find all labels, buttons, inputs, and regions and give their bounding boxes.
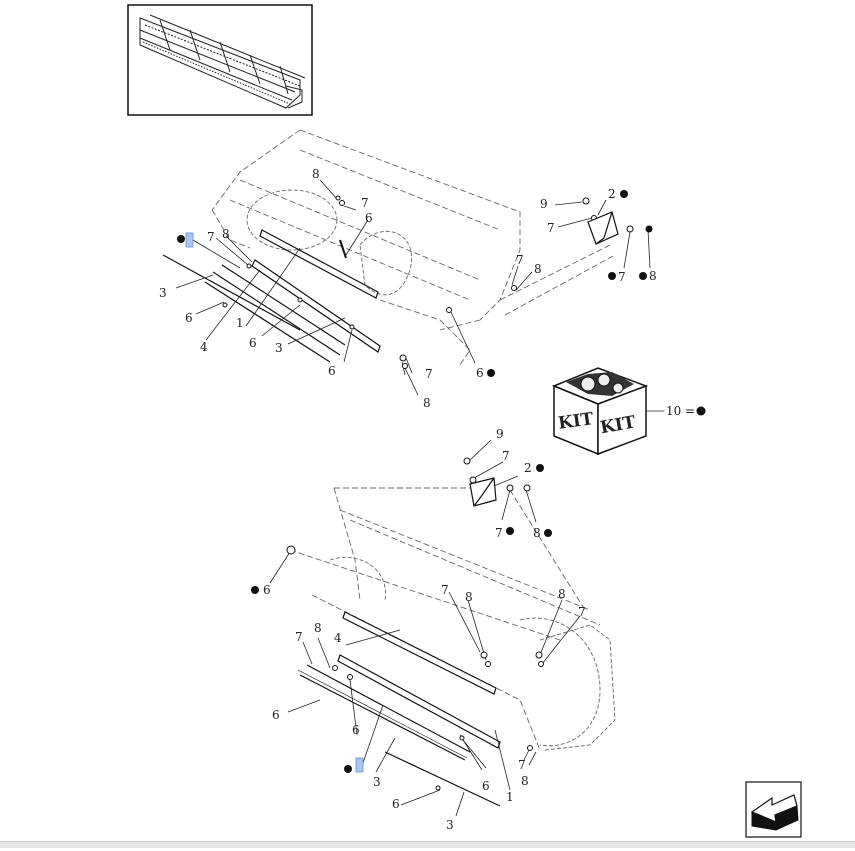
upper-label-6e: 6 bbox=[476, 366, 484, 380]
footer-bar bbox=[0, 841, 855, 848]
lower-label-6e: 6 bbox=[392, 797, 400, 811]
upper-label-3b: 3 bbox=[275, 341, 283, 355]
lower-label-6a: 6 bbox=[263, 583, 271, 597]
lower-bracket bbox=[469, 477, 497, 507]
upper-label-7f: 7 bbox=[618, 270, 626, 284]
lower-label-7e: 7 bbox=[295, 630, 303, 644]
upper-label-7c: 7 bbox=[425, 367, 433, 381]
lower-label-7f: 7 bbox=[518, 758, 526, 772]
lower-label-7a: 7 bbox=[502, 449, 510, 463]
lower-labels: 9 7 2 7 8 6 7 8 8 7 7 8 4 6 6 3 6 1 8 7 … bbox=[263, 427, 586, 832]
upper-leaders bbox=[175, 179, 651, 396]
upper-label-7d: 7 bbox=[516, 253, 524, 267]
upper-label-7e: 7 bbox=[547, 221, 555, 235]
lower-label-8c: 8 bbox=[558, 587, 566, 601]
lower-label-9: 9 bbox=[496, 427, 504, 441]
lower-label-3b: 3 bbox=[446, 818, 454, 832]
lower-label-6b: 6 bbox=[272, 708, 280, 722]
lower-label-7c: 7 bbox=[441, 583, 449, 597]
upper-label-6b: 6 bbox=[249, 336, 257, 350]
lower-label-8b: 8 bbox=[465, 590, 473, 604]
lower-label-8a: 8 bbox=[533, 526, 541, 540]
upper-label-3a: 3 bbox=[159, 286, 167, 300]
upper-knife-strips bbox=[162, 229, 381, 363]
lower-label-6c: 6 bbox=[352, 723, 360, 737]
upper-label-7a: 7 bbox=[207, 230, 215, 244]
kit-box-illustration: KIT KIT bbox=[552, 367, 664, 456]
upper-label-8c: 8 bbox=[423, 396, 431, 410]
lower-label-8e: 8 bbox=[521, 774, 529, 788]
upper-assembly bbox=[211, 129, 616, 366]
upper-label-1: 1 bbox=[236, 316, 244, 330]
upper-label-8b: 8 bbox=[312, 167, 320, 181]
kit-dots bbox=[177, 190, 706, 773]
upper-label-8d: 8 bbox=[534, 262, 542, 276]
lower-assembly bbox=[289, 487, 616, 751]
upper-label-4: 4 bbox=[200, 340, 208, 354]
lower-label-7d: 7 bbox=[578, 605, 586, 619]
lower-label-4: 4 bbox=[334, 631, 342, 645]
kit-box-left-text: KIT bbox=[557, 409, 595, 434]
upper-label-8a: 8 bbox=[222, 227, 230, 241]
lower-label-8d: 8 bbox=[314, 621, 322, 635]
upper-label-6c: 6 bbox=[328, 364, 336, 378]
orientation-arrow-button[interactable] bbox=[745, 781, 802, 838]
kit-callout-equals: = bbox=[685, 404, 695, 418]
upper-label-6d: 6 bbox=[365, 211, 373, 225]
upper-labels: 1 2 3 3 4 6 6 6 6 6 7 7 7 7 7 8 8 8 8 8 … bbox=[159, 167, 657, 410]
upper-fasteners bbox=[222, 195, 653, 369]
upper-bracket bbox=[587, 211, 619, 245]
upper-label-7b: 7 bbox=[361, 196, 369, 210]
upper-label-8e: 8 bbox=[649, 269, 657, 283]
lower-label-7b: 7 bbox=[495, 526, 503, 540]
lower-label-3a: 3 bbox=[373, 775, 381, 789]
upper-label-2: 2 bbox=[608, 187, 616, 201]
upper-highlight-marker[interactable] bbox=[185, 232, 194, 248]
lower-knife-strips bbox=[297, 611, 501, 807]
header-thumbnail bbox=[127, 4, 313, 116]
upper-label-9: 9 bbox=[540, 197, 548, 211]
upper-label-6a: 6 bbox=[185, 311, 193, 325]
lower-highlight-marker[interactable] bbox=[355, 757, 364, 773]
lower-label-2: 2 bbox=[524, 461, 532, 475]
kit-callout-number: 10 bbox=[666, 404, 681, 418]
lower-label-6d: 6 bbox=[482, 779, 490, 793]
lower-label-1: 1 bbox=[506, 790, 514, 804]
